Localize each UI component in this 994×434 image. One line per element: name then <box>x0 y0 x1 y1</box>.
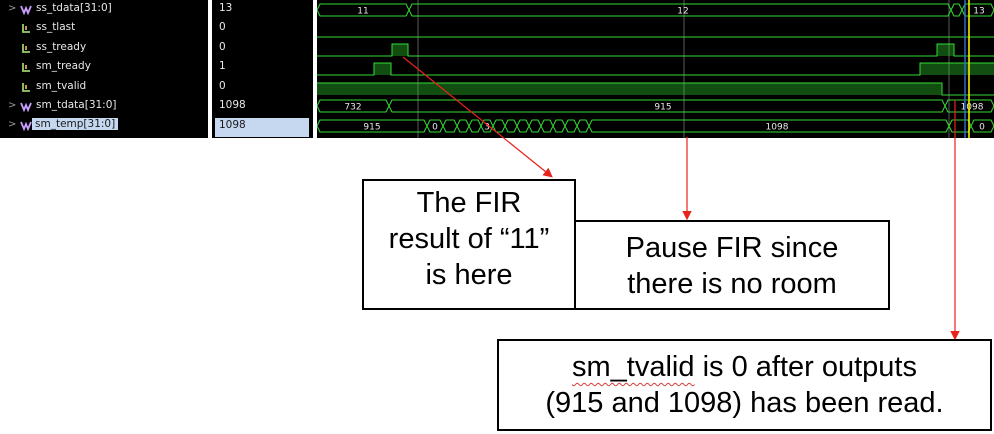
wave-sm-tready-fill <box>920 63 994 75</box>
bus-value-label: 13 <box>973 7 984 17</box>
bus-segment <box>516 119 530 133</box>
bus-signal-icon <box>20 102 32 112</box>
signal-name[interactable]: sm_tvalid <box>36 79 87 92</box>
note-tvalid-line1-rest: is 0 after outputs <box>694 351 917 383</box>
signal-value: 0 <box>219 79 226 92</box>
bit-signal-icon <box>22 43 30 53</box>
note-fir-result-line1: The FIR <box>416 187 522 219</box>
signal-row[interactable]: ss_tready <box>0 40 208 59</box>
bus-value-label: 732 <box>344 103 361 113</box>
bus-segment <box>944 99 994 113</box>
signal-value: 0 <box>219 40 226 53</box>
signal-value: 1 <box>219 60 226 73</box>
note-fir-result-line2: result of “11” <box>388 223 550 255</box>
bus-segment <box>426 119 444 133</box>
signal-name[interactable]: sm_tready <box>36 60 91 73</box>
bus-value-label: 915 <box>363 123 380 133</box>
bus-segment <box>588 119 950 133</box>
bus-segment <box>317 99 390 113</box>
bus-segment <box>468 119 482 133</box>
bus-value-label: 3 <box>484 123 490 133</box>
bus-segment <box>948 119 972 133</box>
bus-value-label: 12 <box>677 7 688 17</box>
signal-value: 0 <box>219 21 226 34</box>
bus-segment <box>970 119 994 133</box>
bus-signal-icon <box>20 5 32 15</box>
bus-segment <box>961 3 994 17</box>
note-tvalid: sm_tvalid is 0 after outputs (915 and 10… <box>497 339 992 431</box>
signal-name[interactable]: sm_temp[31:0] <box>32 118 119 131</box>
bus-signal-icon <box>20 121 32 132</box>
signal-name[interactable]: ss_tlast <box>36 21 76 34</box>
signal-value-row: 13 <box>212 1 313 20</box>
signal-value-row: 1098 <box>212 98 313 117</box>
signal-value-panel: 13 0 0 1 0 1098 1098 <box>212 0 313 138</box>
wave-ss-tready <box>317 43 994 57</box>
bus-segment <box>504 119 518 133</box>
bus-segment <box>456 119 470 133</box>
signal-value-row: 0 <box>212 79 313 98</box>
bus-value-label: 11 <box>357 7 368 17</box>
wave-sm-tvalid-fill <box>317 83 942 95</box>
bus-segment <box>552 119 566 133</box>
bit-signal-icon <box>22 82 30 92</box>
signal-value-row: 0 <box>212 20 313 39</box>
bus-value-label: 915 <box>654 103 671 113</box>
signal-value-row: 1098 <box>215 118 309 137</box>
signal-row[interactable]: ss_tlast <box>0 20 208 39</box>
signal-value-row: 0 <box>212 40 313 59</box>
bus-segment <box>528 119 542 133</box>
expand-chevron-icon[interactable]: > <box>8 119 17 131</box>
bus-value-label: 1098 <box>961 103 984 113</box>
wave-ss-tready-fill <box>937 44 954 56</box>
note-tvalid-line1: sm_tvalid is 0 after outputs <box>499 349 990 385</box>
bus-value-label: 0 <box>979 123 985 133</box>
bus-segment <box>442 119 458 133</box>
wave-ss-tready-fill <box>392 44 408 56</box>
bus-segment <box>492 119 506 133</box>
bus-segment <box>388 99 946 113</box>
note-pause-fir-line2: there is no room <box>627 268 837 300</box>
bus-segment <box>576 119 590 133</box>
note-fir-result-line3: is here <box>425 259 513 291</box>
bit-signal-icon <box>22 63 30 73</box>
wave-sm-tvalid <box>317 82 994 96</box>
note-pause-fir-line1: Pause FIR since <box>625 232 839 264</box>
bus-value-label: 0 <box>432 123 438 133</box>
bus-segment <box>317 119 428 133</box>
signal-name[interactable]: ss_tdata[31:0] <box>36 2 112 14</box>
bus-value-label: 1098 <box>766 123 789 133</box>
signal-row[interactable]: sm_tvalid <box>0 79 208 98</box>
bus-segment <box>540 119 554 133</box>
wave-sm-tready-fill <box>374 63 391 75</box>
expand-chevron-icon[interactable]: > <box>8 3 17 14</box>
signal-row[interactable]: > sm_tdata[31:0] <box>0 98 208 117</box>
bit-signal-icon <box>22 24 30 34</box>
signal-value: 1098 <box>219 99 246 111</box>
note-pause-fir: Pause FIR since there is no room <box>574 220 890 310</box>
signal-row[interactable]: sm_tready <box>0 59 208 78</box>
bus-segment <box>317 3 410 17</box>
signal-value: 13 <box>219 2 233 14</box>
signal-value: 1098 <box>219 119 246 131</box>
note-tvalid-signal-word: sm_tvalid <box>572 351 695 383</box>
signal-name-panel: > ss_tdata[31:0] ss_tlast ss_tready sm_tread… <box>0 0 208 138</box>
bus-segment <box>408 3 952 17</box>
expand-chevron-icon[interactable]: > <box>8 100 17 111</box>
signal-name[interactable]: sm_tdata[31:0] <box>36 99 117 111</box>
signal-row[interactable]: > sm_temp[31:0] <box>0 117 208 136</box>
bus-segment <box>480 119 494 133</box>
signal-name[interactable]: ss_tready <box>36 40 87 53</box>
bus-segment <box>950 3 963 17</box>
arrow-fir-result <box>402 56 553 178</box>
bus-segment <box>564 119 578 133</box>
note-tvalid-line2: (915 and 1098) has been read. <box>545 387 944 419</box>
wave-sm-tready <box>317 62 994 76</box>
signal-value-row: 1 <box>212 59 313 78</box>
signal-row[interactable]: > ss_tdata[31:0] <box>0 1 208 20</box>
note-fir-result: The FIR result of “11” is here <box>362 179 576 310</box>
